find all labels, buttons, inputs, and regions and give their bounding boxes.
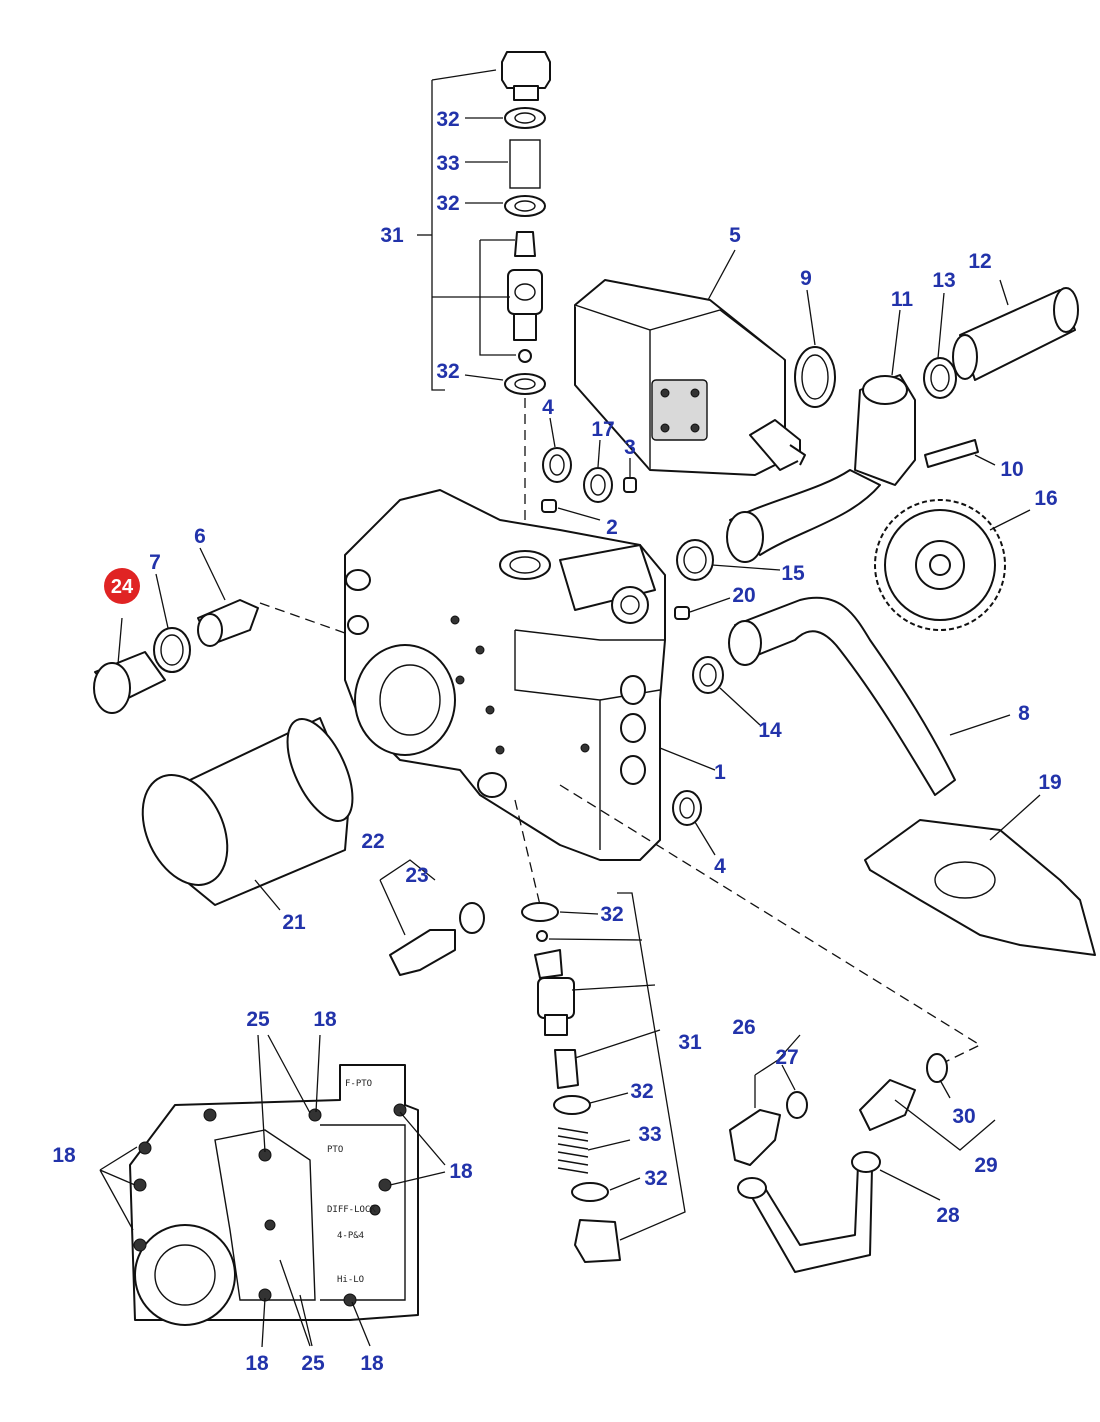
badge-circle [104,568,140,604]
callout-32: 32 [436,108,459,131]
elbow-fitting-26 [729,1109,781,1166]
callout-9: 9 [800,267,812,290]
inset-label-fpto: F-PTO [345,1079,372,1089]
callout-32: 32 [644,1167,667,1190]
callout-32: 32 [630,1080,653,1103]
callout-6: 6 [194,525,206,548]
callout-2: 2 [606,516,618,539]
callout-31: 31 [678,1031,702,1054]
callout-22: 22 [361,830,384,853]
highlighted-part-badge[interactable]: 24 [104,568,140,604]
main-housing [344,489,666,861]
callout-27: 27 [775,1046,798,1069]
badge-number: 24 [111,576,134,598]
callout-25: 25 [246,1008,270,1031]
callout-8: 8 [1018,702,1030,725]
leader-lines [117,249,1041,1201]
pipe-28 [744,1164,873,1273]
callout-17: 17 [591,418,614,441]
callout-11: 11 [891,288,914,311]
top-valve-assembly [417,51,551,560]
callout-30: 30 [952,1105,975,1128]
filter-21 [141,717,354,906]
callout-1: 1 [714,761,726,784]
callout-20: 20 [732,584,755,607]
pipe-8 [734,596,956,796]
callout-25: 25 [301,1352,325,1375]
callout-7: 7 [149,551,161,574]
inset-label-diff-lock: DIFF-LOCK [327,1205,376,1215]
elbow-housing-11 [854,374,916,486]
inset-housing-view: F-PTO PTO DIFF-LOCK 4-P&4 Hi-LO [99,1034,446,1348]
callout-33: 33 [436,152,459,175]
callout-32: 32 [436,192,459,215]
callout-18: 18 [313,1008,337,1031]
callout-4: 4 [542,396,554,419]
callout-31: 31 [380,224,404,247]
gear-16 [874,499,1006,631]
inset-label-hi-lo: Hi-LO [337,1275,364,1285]
callout-19: 19 [1038,771,1061,794]
callout-3: 3 [624,436,636,459]
callout-29: 29 [974,1154,997,1177]
callout-18: 18 [52,1144,76,1167]
callout-18: 18 [245,1352,269,1375]
callout-26: 26 [732,1016,755,1039]
callout-10: 10 [1000,458,1023,481]
tee-fitting-22 [389,929,456,976]
bolt-10 [924,439,979,468]
inset-label-4wd: 4-P&4 [337,1231,364,1241]
pump [574,279,806,476]
callout-4: 4 [714,855,726,878]
callout-15: 15 [781,562,805,585]
callout-5: 5 [729,224,741,247]
callout-32: 32 [436,360,459,383]
lower-valve-assembly [514,799,686,1263]
callout-16: 16 [1034,487,1057,510]
suction-hose [729,469,881,556]
callout-21: 21 [282,911,306,934]
inset-label-pto: PTO [327,1145,343,1155]
callout-14: 14 [758,719,782,742]
callout-12: 12 [968,250,991,273]
callout-28: 28 [936,1204,960,1227]
elbow-fitting-29 [859,1079,916,1131]
inset-bolts [133,1103,407,1307]
callout-18: 18 [449,1160,473,1183]
callout-23: 23 [405,864,428,887]
callout-32: 32 [600,903,623,926]
callout-labels: 32 33 32 31 32 5 9 11 13 12 10 16 4 17 3… [52,108,1061,1375]
callout-33: 33 [638,1123,661,1146]
callout-13: 13 [932,269,955,292]
callout-18: 18 [360,1352,384,1375]
